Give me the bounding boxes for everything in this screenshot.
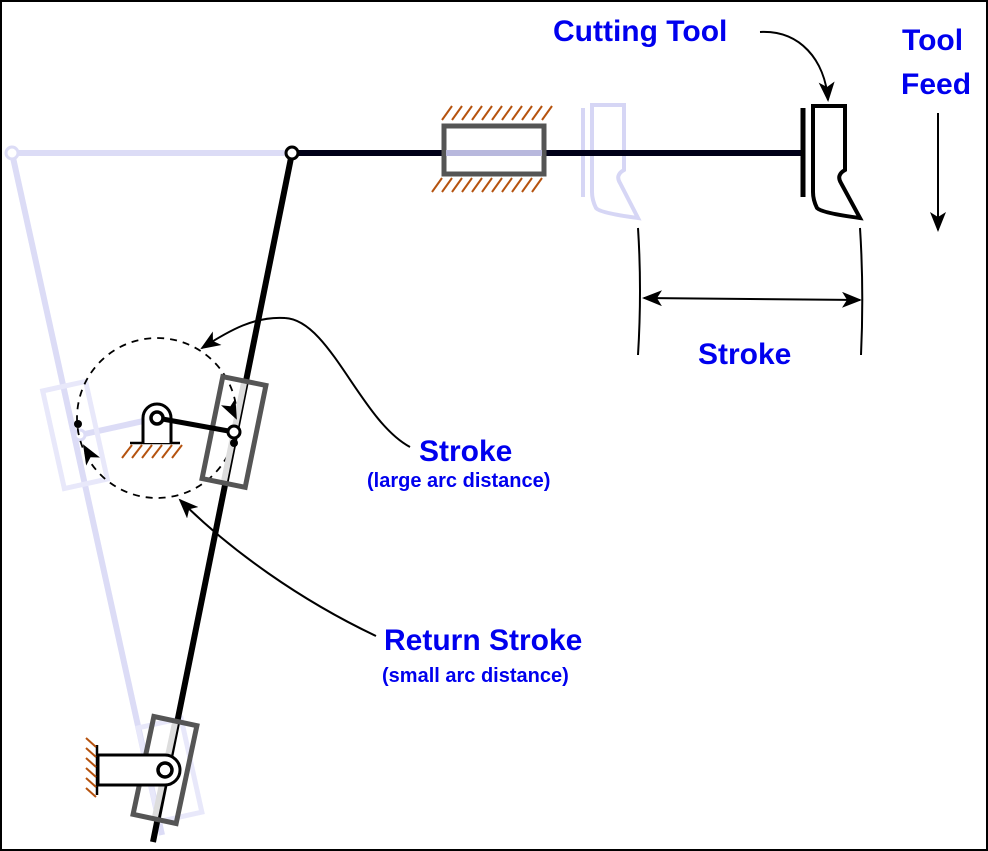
ram-lever-joint [284, 145, 300, 161]
stroke-arc-note: (large arc distance) [367, 470, 550, 492]
return-stroke-leader [178, 498, 377, 637]
dim-ext-right [859, 227, 864, 356]
ghost-crank-pin [73, 428, 87, 442]
stroke-arc-leader [200, 316, 411, 448]
ground-hatch-bottom [431, 177, 543, 193]
lever-pivot-pin [156, 761, 174, 779]
crank-pivot [149, 410, 165, 426]
return-stroke-note: (small arc distance) [382, 665, 569, 687]
tool-body [811, 104, 864, 221]
tool-feed-label-line2: Feed [901, 68, 971, 101]
cutting-tool [800, 104, 864, 221]
lever-pivot [85, 713, 200, 827]
stroke-dimension [637, 227, 864, 356]
ram-guide [431, 105, 553, 193]
stroke-arc-label: Stroke [419, 435, 512, 468]
ghost-ram-joint [4, 145, 20, 161]
ghost-slider-block [39, 378, 111, 492]
ground-hatch-top [441, 105, 553, 121]
crank [156, 415, 235, 435]
ghost-mechanism [4, 145, 292, 836]
crank-pin [226, 424, 242, 440]
dim-ext-left [637, 227, 641, 356]
ghost-slotted-lever [9, 152, 165, 836]
tool-feed-label-line1: Tool [902, 24, 963, 57]
stroke-dimension-label: Stroke [698, 338, 791, 371]
dim-arrow [642, 290, 862, 308]
ghost-crank-pin-dot [74, 420, 82, 428]
cutting-tool-leader [759, 30, 835, 102]
return-stroke-label: Return Stroke [384, 624, 582, 657]
pivot-bracket [96, 753, 182, 787]
crank-pin-dot [230, 439, 238, 447]
cutting-tool-label: Cutting Tool [553, 15, 727, 48]
